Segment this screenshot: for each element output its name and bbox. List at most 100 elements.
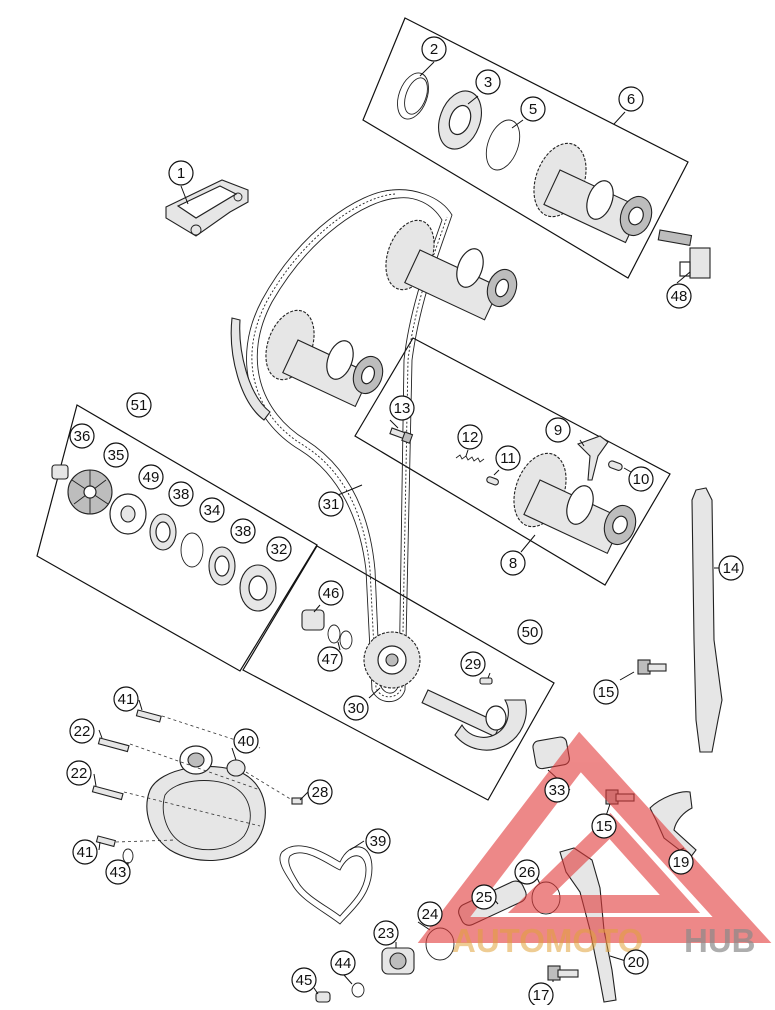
part-guide-rail-14 [691,487,723,753]
callout-circle [457,424,483,450]
part-guide-plate [165,179,249,237]
callout-label: 9 [554,422,562,439]
callout-43: 43 [105,859,131,885]
callout-label: 31 [323,496,340,513]
part-disc-3 [438,90,482,150]
callout-39: 39 [365,828,391,854]
callout-circle [233,728,259,754]
callout-15: 15 [591,813,617,839]
callout-circle [168,160,194,186]
part-screw-45 [315,991,331,1003]
callout-5: 5 [520,96,546,122]
callout-22: 22 [66,760,92,786]
part-sprocket-30 [363,631,421,689]
callout-47: 47 [317,646,343,672]
callout-26: 26 [514,859,540,885]
callout-label: 32 [271,541,288,558]
callout-15: 15 [593,679,619,705]
part-sensor-48 [657,229,711,279]
water-pump-group-frame [36,404,318,672]
callout-38: 38 [168,481,194,507]
part-camshaft-6 [533,142,653,244]
callout-label: 45 [296,972,313,989]
part-pin-10 [608,460,623,471]
callout-circle [126,392,152,418]
callout-circle [623,949,649,975]
callout-22: 22 [69,718,95,744]
callout-label: 10 [633,471,650,488]
callout-36: 36 [69,423,95,449]
callout-label: 23 [378,925,395,942]
callout-circle [365,828,391,854]
part-bolt-15a [637,659,667,675]
callout-50: 50 [517,619,543,645]
part-bearing-32 [239,564,277,612]
callout-45: 45 [291,967,317,993]
callout-label: 47 [322,651,339,668]
callout-circle [520,96,546,122]
part-lever-9 [577,435,609,481]
callout-label: 25 [476,889,493,906]
part-circlip-2 [397,72,429,120]
callout-34: 34 [199,497,225,523]
callout-circle [138,464,164,490]
callout-35: 35 [103,442,129,468]
callout-label: 15 [596,818,613,835]
part-key-29 [479,677,493,685]
callout-circle [417,901,443,927]
part-camshaft-8 [513,452,637,555]
part-bolt-13 [389,427,414,444]
callout-32: 32 [266,536,292,562]
callout-label: 38 [235,523,252,540]
callout-circle [495,445,521,471]
callout-circle [317,646,343,672]
callout-circle [514,859,540,885]
callout-circle [718,555,744,581]
callout-circle [318,491,344,517]
part-pin-11 [486,476,499,486]
callout-label: 50 [522,624,539,641]
watermark-word-1: AUTOMOTO [452,922,643,959]
callout-label: 35 [108,447,125,464]
callout-circle [666,283,692,309]
callout-circle [591,813,617,839]
part-balancer-shaft [421,689,527,751]
callout-label: 24 [422,906,439,923]
callout-circle [168,481,194,507]
callout-circle [421,36,447,62]
callout-label: 28 [312,784,329,801]
callout-23: 23 [373,920,399,946]
callout-9: 9 [545,417,571,443]
part-washers-47 [327,624,353,650]
part-impeller-35 [67,469,113,515]
callout-circle [618,86,644,112]
callout-label: 26 [519,864,536,881]
part-pump-cover [146,745,266,862]
callout-49: 49 [138,464,164,490]
callout-circle [307,779,333,805]
callout-label: 48 [671,288,688,305]
callout-label: 17 [533,987,550,1004]
callout-circle [668,849,694,875]
callout-circle [517,619,543,645]
callout-24: 24 [417,901,443,927]
callout-label: 36 [74,428,91,445]
callout-label: 41 [77,844,94,861]
watermark-logo [417,731,772,943]
watermark-text: AUTOMOTO HUB [452,922,756,959]
callout-17: 17 [528,982,554,1008]
callout-20: 20 [623,949,649,975]
balancer-group-frame [242,545,555,801]
watermark-word-2: HUB [684,922,756,959]
callout-circle [330,950,356,976]
callout-label: 38 [173,486,190,503]
part-circlip-34 [180,532,204,568]
callout-circle [544,777,570,803]
intake-camshaft-group-frame [354,337,671,586]
part-seal-38b [208,546,236,586]
callout-label: 2 [430,41,438,58]
callout-48: 48 [666,283,692,309]
callout-label: 13 [394,400,411,417]
